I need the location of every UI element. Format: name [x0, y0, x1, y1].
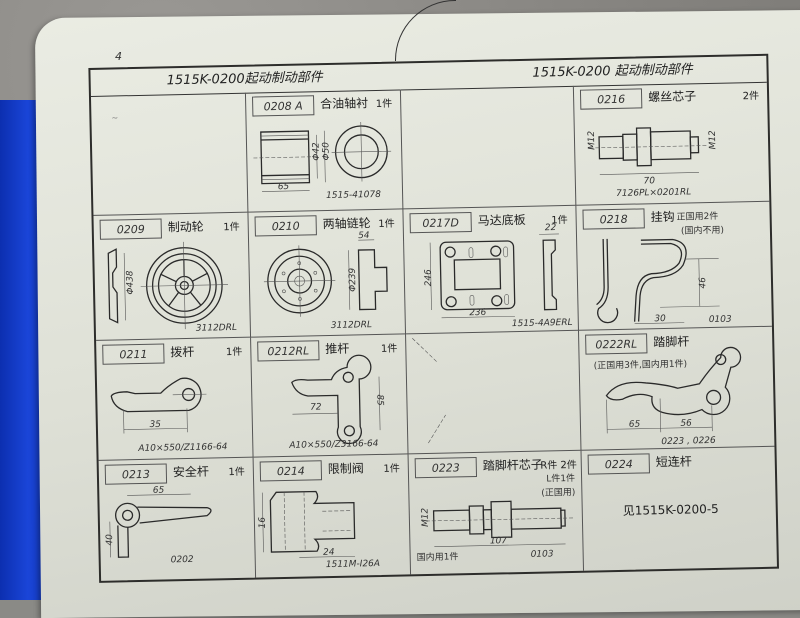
domestic-use-note: 国内用1件	[417, 549, 459, 563]
part-cell-0222rl: 0222RL 踏脚杆 (正国用3件,国内用1件) 65 56 0223 , 02…	[579, 327, 774, 451]
part-reference: 0202	[171, 555, 194, 565]
dim-width: 54	[358, 231, 370, 241]
dim-length: 24	[323, 548, 335, 558]
part-reference: 7126PL×0201RL	[616, 187, 691, 199]
part-cell-0216: 0216 螺丝芯子 2件 70 M12 M12 7126PL×0201RL	[574, 82, 769, 206]
part-reference: 1515-4A9ERL	[512, 318, 573, 329]
dim-width: 30	[654, 314, 666, 324]
part-reference: 0223 , 0226	[661, 436, 716, 447]
drawing-frame: 1515K-0200起动制动部件 1515K-0200 起动制动部件 ~ 020…	[88, 54, 779, 583]
part-cell-empty-3	[406, 331, 581, 455]
see-reference-note: 见1515K-0200-5	[623, 500, 719, 519]
wheel-side-view	[108, 249, 117, 323]
part-reference: 0103	[531, 549, 554, 559]
part-cell-empty-2	[401, 86, 576, 210]
dim-thickness: 22	[545, 223, 557, 233]
dim-length: 70	[644, 176, 656, 186]
dim-diameter: Φ239	[348, 267, 359, 292]
lever-shape	[111, 378, 201, 412]
dim-thread: M12	[421, 507, 431, 527]
dim-thread-right: M12	[708, 130, 718, 150]
part-cell-0214: 0214 限制阀 1件 16 24 1511M-I26A	[254, 454, 411, 577]
pencil-mark: ~	[111, 113, 118, 122]
dim-length: 35	[149, 420, 161, 430]
part-reference: 1511M-I26A	[326, 559, 380, 570]
part-cell-0211: 0211 拨杆 1件 35 A10×550/Z1166-64	[96, 338, 253, 461]
sprocket-drawing: 54 Φ239	[248, 209, 405, 336]
dim-height: 46	[698, 277, 708, 289]
dim-width: 236	[469, 308, 487, 318]
dim-diameter: Φ438	[125, 270, 136, 295]
part-reference: 3112DRL	[196, 323, 237, 334]
lever-drawing: 35	[96, 338, 252, 460]
part-cell-0210: 0210 两轴链轮 1件	[248, 209, 406, 337]
brake-wheel-drawing: Φ438	[93, 213, 250, 340]
hook-side-view	[596, 239, 618, 323]
dim-left: 65	[629, 420, 641, 430]
part-code: 0224	[588, 453, 650, 474]
part-cell-0208a: 0208 A 合油轴衬 1件 65 Φ42 Φ50	[246, 89, 403, 212]
hook-drawing: 46 30	[576, 202, 772, 330]
pedal-lever-drawing: 65 56	[579, 327, 774, 450]
dim-height: 16	[258, 517, 268, 529]
drawing-sheet: 1515K-0200起动制动部件 1515K-0200 起动制动部件 ~ 020…	[88, 36, 789, 585]
dim-right: 56	[680, 419, 692, 429]
hook-front-view	[637, 239, 688, 321]
part-reference: A10×550/Z1166-64	[138, 442, 227, 454]
parts-grid: ~ 0208 A 合油轴衬 1件 65 Φ42	[91, 82, 777, 581]
motor-base-plate-drawing: 246 236 22	[403, 206, 578, 334]
dim-horizontal: 72	[310, 403, 322, 413]
part-name: 短连杆	[656, 452, 692, 470]
part-cell-0218: 0218 挂钩 正国用2件 (国内不用) 46 30 0103	[576, 202, 772, 331]
part-reference: 0103	[709, 315, 732, 325]
part-cell-0213: 0213 安全杆 1件 65 40 0202	[99, 458, 256, 581]
part-cell-0217d: 0217D 马达底板 1件 246 236	[403, 206, 579, 335]
part-cell-0224: 0224 短连杆 见1515K-0200-5	[582, 447, 777, 571]
pedal-lever-shape	[605, 347, 741, 417]
diagonal-dash-marks	[406, 331, 580, 454]
push-rod-shape	[291, 355, 372, 445]
safety-lever-pivot	[115, 503, 139, 527]
push-rod-drawing: 72 85	[251, 334, 407, 456]
dim-outer-dia: Φ50	[321, 142, 331, 161]
part-cell-0223: 0223 踏脚杆芯子 R件 2件 L件1件 (正国用) 107 M12	[409, 451, 584, 575]
sprocket-side-view	[358, 249, 387, 309]
part-cell-empty-1: ~	[91, 93, 248, 216]
part-cell-0212rl: 0212RL 推杆 1件 72 85 A10×550/Z3166-64	[251, 334, 408, 457]
dim-vertical: 85	[374, 394, 384, 406]
limiter-shape	[270, 491, 355, 552]
threaded-pin-drawing: 70 M12 M12	[574, 82, 769, 205]
dim-inner-dia: Φ42	[312, 142, 322, 161]
part-reference: 1515-41078	[326, 190, 381, 201]
dim-length: 65	[153, 486, 165, 496]
dim-length: 65	[278, 182, 290, 192]
dim-length: 107	[490, 536, 508, 546]
dim-height: 246	[424, 269, 434, 287]
part-reference: A10×550/Z3166-64	[289, 439, 378, 451]
plate-side-view	[543, 240, 556, 310]
dim-thread-left: M12	[587, 130, 597, 150]
part-reference: 3112DRL	[331, 320, 372, 331]
dim-height: 40	[105, 534, 115, 546]
part-cell-0209: 0209 制动轮 1件 Φ438	[93, 213, 251, 341]
